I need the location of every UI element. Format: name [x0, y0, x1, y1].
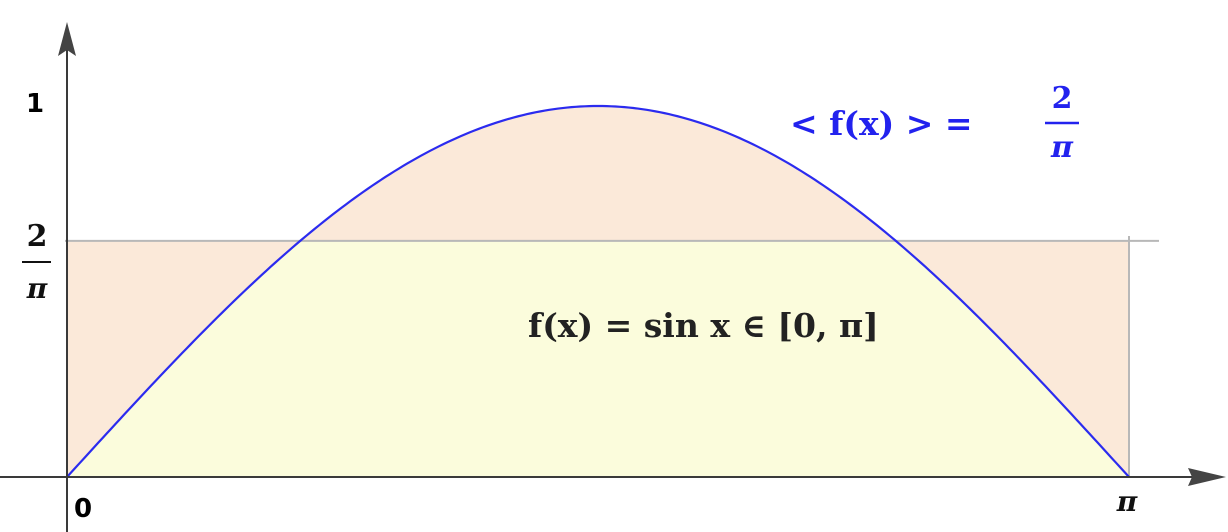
y-axis-arrow-icon	[58, 22, 76, 56]
mean-value-numerator: 2	[1052, 81, 1073, 116]
x-axis-arrow-icon	[1188, 468, 1226, 486]
y-tick-label-1: 1	[26, 89, 44, 119]
mean-label: < f(x) > =	[790, 104, 973, 143]
function-label: f(x) = sin x ∈ [0, π]	[528, 306, 879, 345]
x-tick-label-pi: π	[1116, 485, 1138, 518]
area-below-mean	[67, 240, 1129, 477]
area-outside-mask	[67, 102, 1129, 241]
y-tick-numerator: 2	[27, 219, 48, 254]
x-tick-label-0: 0	[74, 494, 92, 524]
sine-curve	[66, 104, 1130, 478]
mean-value-denominator: π	[1050, 130, 1074, 165]
y-tick-label-mean: 2 π	[22, 219, 51, 305]
y-tick-denominator: π	[26, 272, 48, 305]
mean-value-fraction: 2 π	[1045, 81, 1079, 165]
